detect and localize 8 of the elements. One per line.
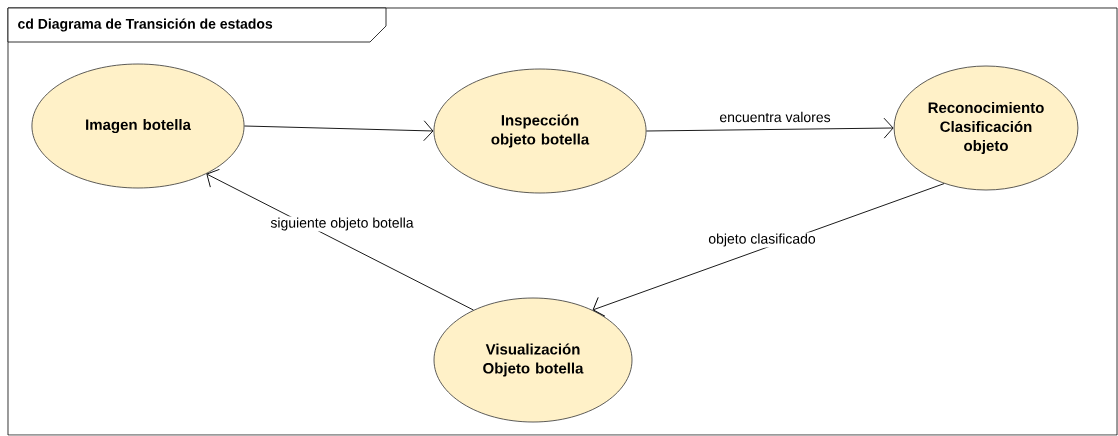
edge-label: objeto clasificado xyxy=(707,232,817,248)
arrow xyxy=(244,120,434,142)
arrow xyxy=(206,168,474,311)
arrow xyxy=(592,183,945,317)
edge-label: siguiente objeto botella xyxy=(269,216,415,232)
edge-label: encuentra valores xyxy=(718,110,832,124)
arrow xyxy=(646,117,894,139)
title: cd Diagrama de Transición de estados xyxy=(18,18,273,32)
